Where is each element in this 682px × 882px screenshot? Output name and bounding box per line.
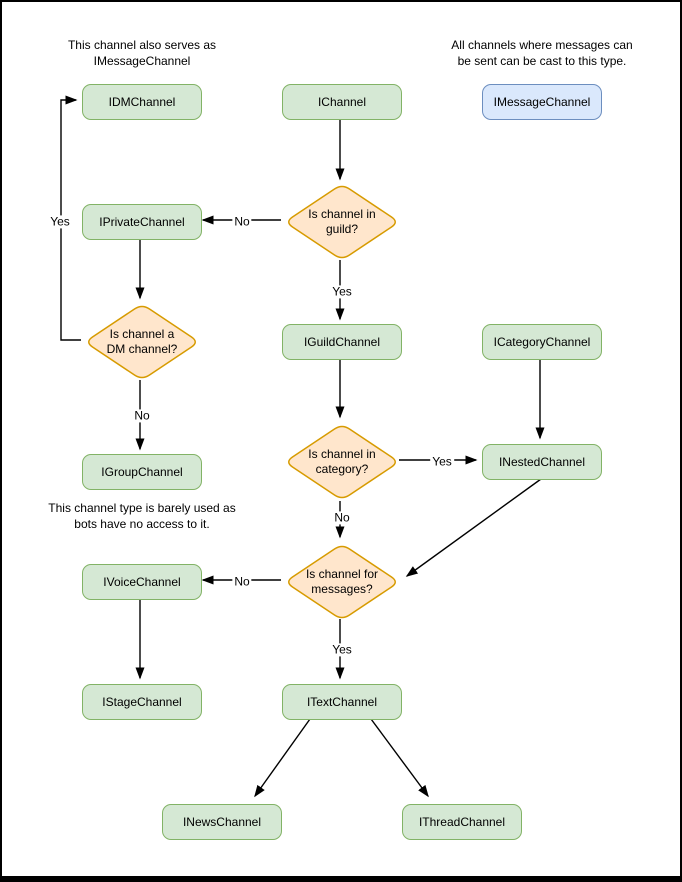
node-inewschannel: INewsChannel — [162, 804, 282, 840]
edge-label-dm-no: No — [132, 408, 152, 423]
node-iprivatechannel: IPrivateChannel — [82, 204, 202, 240]
diamond-shape — [288, 545, 396, 619]
decision-label: Is channel a DM channel? — [106, 327, 178, 356]
node-iguildchannel: IGuildChannel — [282, 324, 402, 360]
node-imessagechannel: IMessageChannel — [482, 84, 602, 120]
edge-itext-to-ithread — [370, 718, 429, 798]
note-imessage-cast: All channels where messages can be sent … — [451, 38, 633, 68]
node-idmchannel: IDMChannel — [82, 84, 202, 120]
decision-label: Is channel for messages? — [305, 567, 379, 596]
diamond-shape — [288, 185, 396, 259]
edge-itext-to-inews — [254, 718, 311, 798]
node-itextchannel: ITextChannel — [282, 684, 402, 720]
edge-inested-to-messages-decision — [405, 478, 542, 577]
decision-is-channel-a-dm: Is channel a DM channel? — [84, 303, 200, 381]
decision-label: Is channel in category? — [308, 447, 376, 476]
edge-label-category-no: No — [332, 510, 352, 525]
node-inestedchannel: INestedChannel — [482, 444, 602, 480]
edge-label-guild-no: No — [232, 214, 252, 229]
node-igroupchannel: IGroupChannel — [82, 454, 202, 490]
node-istagechannel: IStageChannel — [82, 684, 202, 720]
edge-label-messages-yes: Yes — [330, 642, 354, 657]
decision-label: Is channel in guild? — [308, 207, 376, 236]
decision-is-channel-in-category: Is channel in category? — [284, 423, 400, 501]
edge-label-category-yes: Yes — [430, 454, 454, 469]
node-ichannel: IChannel — [282, 84, 402, 120]
node-icategorychannel: ICategoryChannel — [482, 324, 602, 360]
decision-is-channel-for-messages: Is channel for messages? — [284, 543, 400, 621]
decision-is-channel-in-guild: Is channel in guild? — [284, 183, 400, 261]
edge-label-messages-no: No — [232, 574, 252, 589]
diamond-shape — [88, 305, 196, 379]
diamond-shape — [288, 425, 396, 499]
note-ivoice-barely-used: This channel type is barely used as bots… — [48, 501, 236, 531]
node-ivoicechannel: IVoiceChannel — [82, 564, 202, 600]
edge-label-guild-yes: Yes — [330, 284, 354, 299]
node-ithreadchannel: IThreadChannel — [402, 804, 522, 840]
edge-label-dm-yes: Yes — [48, 214, 72, 229]
note-idm-serves-imessage: This channel also serves as IMessageChan… — [67, 38, 217, 68]
